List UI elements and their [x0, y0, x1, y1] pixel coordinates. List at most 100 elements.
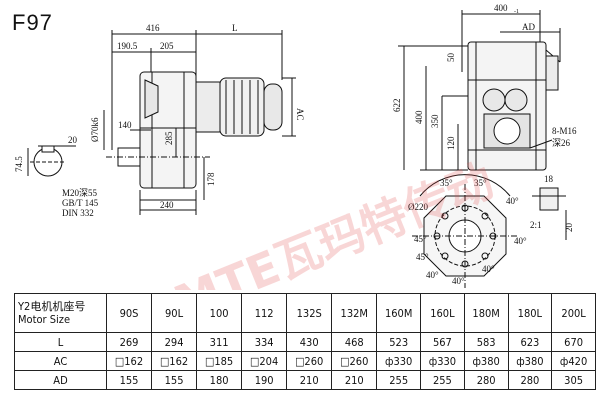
size-cell: 112 — [241, 293, 288, 333]
dim-shaft-dia: Ø70k6 — [90, 117, 100, 142]
table-cell: ф330 — [376, 351, 422, 371]
flange-view — [412, 174, 518, 288]
dim-400-v: 400 — [414, 110, 424, 124]
table-cell: 670 — [551, 332, 596, 352]
dim-50: 50 — [446, 53, 456, 63]
table-cell: 294 — [151, 332, 198, 352]
scale-detail-dims: 18 20 2:1 — [530, 174, 574, 232]
table-cell: 623 — [507, 332, 553, 352]
dim-dia-220: Ø220 — [408, 202, 428, 212]
note-line-1: M20深55 — [62, 188, 98, 198]
row-label: AD — [14, 370, 107, 390]
dim-AD: AD — [522, 22, 535, 32]
table-cell: □260 — [286, 351, 333, 371]
table-cell: 311 — [196, 332, 243, 352]
table-cell: ф420 — [551, 351, 596, 371]
table-cell: ф380 — [507, 351, 553, 371]
dim-120: 120 — [446, 136, 456, 150]
size-cell: 132S — [286, 293, 333, 333]
angle-3: 40° — [506, 196, 519, 206]
table-cell: 280 — [507, 370, 553, 390]
dim-L: L — [232, 23, 238, 33]
table-cell: ф380 — [463, 351, 509, 371]
header-cn: Y2电机机座号 — [18, 300, 86, 313]
table-cell: 334 — [241, 332, 288, 352]
dim-285: 285 — [164, 131, 174, 145]
table-cell: 523 — [376, 332, 422, 352]
table-cell: 255 — [420, 370, 465, 390]
scale-detail — [532, 187, 567, 240]
dim-20: 20 — [68, 135, 78, 145]
table-cell: □185 — [196, 351, 243, 371]
dim-190-5: 190.5 — [117, 41, 138, 51]
table-cell: 180 — [196, 370, 243, 390]
angle-6: 40° — [482, 264, 495, 274]
side-view-dims: 416 L 190.5 205 AC Ø70k6 140 285 178 240… — [14, 23, 305, 210]
size-cell: 90S — [105, 293, 153, 333]
table-row-AD: AD 155 155 180 190 210 210 255 255 280 2… — [14, 370, 596, 390]
angle-9: 40° — [426, 270, 439, 280]
size-cell: 180M — [463, 293, 509, 333]
size-cell: 180L — [507, 293, 553, 333]
table-cell: 567 — [420, 332, 465, 352]
dim-240: 240 — [160, 200, 174, 210]
flange-view-dims: Ø220 35° 35° 40° 40° 40° 40° 45° 45° 40° — [408, 178, 527, 286]
dim-350: 350 — [430, 114, 440, 128]
front-view — [398, 10, 561, 171]
table-cell: 255 — [376, 370, 422, 390]
size-cell: 200L — [551, 293, 596, 333]
table-cell: □260 — [331, 351, 378, 371]
table-cell: 583 — [463, 332, 509, 352]
scale-ratio: 2:1 — [530, 220, 542, 230]
dim-205: 205 — [160, 41, 174, 51]
side-view — [27, 30, 296, 215]
size-cell: 132M — [331, 293, 378, 333]
table-cell: 269 — [105, 332, 153, 352]
table-cell: 280 — [463, 370, 509, 390]
angle-4: 40° — [514, 236, 527, 246]
model-title: F97 — [12, 10, 53, 35]
dim-140: 140 — [118, 120, 132, 130]
dim-178: 178 — [206, 172, 216, 186]
front-view-dims: 400 -1 AD 50 622 400 350 120 8-M16 深26 — [392, 3, 577, 150]
dim-20-b: 20 — [564, 223, 574, 233]
note-line-3: DIN 332 — [62, 208, 94, 218]
angle-7: 45° — [414, 234, 427, 244]
table-cell: 210 — [331, 370, 378, 390]
row-label: AC — [14, 351, 107, 371]
size-cell: 90L — [151, 293, 198, 333]
depth-note: 深26 — [552, 138, 571, 148]
motor-size-table: Y2电机机座号 Motor Size 90S 90L 100 112 132S … — [14, 293, 596, 390]
table-row-L: L 269 294 311 334 430 468 523 567 583 62… — [14, 332, 596, 352]
table-cell: □162 — [105, 351, 153, 371]
dim-416: 416 — [146, 23, 160, 33]
table-cell: 190 — [241, 370, 288, 390]
table-cell: 430 — [286, 332, 333, 352]
size-cell: 100 — [196, 293, 243, 333]
table-row-AC: AC □162 □162 □185 □204 □260 □260 ф330 ф3… — [14, 351, 596, 371]
table-cell: 468 — [331, 332, 378, 352]
row-label: L — [14, 332, 107, 352]
size-cell: 160M — [376, 293, 422, 333]
dim-622: 622 — [392, 99, 402, 113]
angle-1: 35° — [440, 178, 453, 188]
table-header-cell: Y2电机机座号 Motor Size — [14, 293, 107, 333]
table-cell: 210 — [286, 370, 333, 390]
dim-400: 400 — [494, 3, 508, 13]
technical-drawing: 416 L 190.5 205 AC Ø70k6 140 285 178 240… — [14, 3, 577, 290]
angle-2: 35° — [474, 178, 487, 188]
dim-74-5: 74.5 — [14, 156, 24, 172]
table-cell: □204 — [241, 351, 288, 371]
dim-18: 18 — [544, 174, 554, 184]
angle-8: 45° — [416, 252, 429, 262]
size-cell: 160L — [420, 293, 465, 333]
note-line-2: GB/T 145 — [62, 198, 99, 208]
dim-tol: -1 — [514, 9, 519, 15]
angle-5: 40° — [452, 276, 465, 286]
header-en: Motor Size — [18, 313, 71, 326]
table-cell: □162 — [151, 351, 198, 371]
table-row-sizes: Y2电机机座号 Motor Size 90S 90L 100 112 132S … — [14, 293, 596, 333]
table-cell: 155 — [151, 370, 198, 390]
table-cell: ф330 — [420, 351, 465, 371]
